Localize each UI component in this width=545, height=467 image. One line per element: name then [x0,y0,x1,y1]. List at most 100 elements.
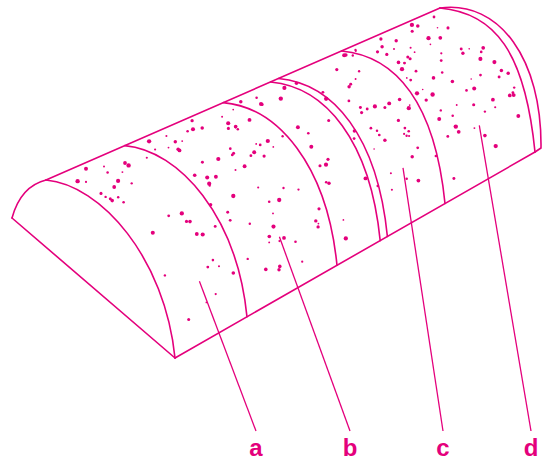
leader-line [403,168,443,431]
speckle [327,119,330,122]
speckle [282,187,284,189]
speckle [116,179,120,183]
speckle [437,117,441,121]
speckle [383,106,386,109]
speckle [195,232,199,236]
speckle [278,265,282,269]
speckle [460,48,463,51]
speckle [229,219,232,222]
speckle [151,231,155,235]
speckle [218,265,220,267]
speckle [226,121,230,125]
speckle [410,155,413,158]
speckle [187,318,190,321]
speckle [209,203,212,206]
speckle [508,94,512,98]
speckle [383,138,386,141]
speckle [376,50,379,53]
speckle [404,127,407,130]
speckle [317,207,320,210]
speckle [231,194,235,198]
speckle [272,146,274,148]
speckle [109,197,112,200]
speckle [355,78,357,80]
speckle [239,100,242,103]
speckle [380,45,383,48]
speckle [190,119,193,122]
speckle [231,154,234,157]
speckle [416,24,420,28]
speckle [343,219,345,221]
speckle [234,125,238,129]
speckle [243,164,247,168]
speckle [403,133,405,135]
speckle [234,126,237,129]
speckle [441,71,444,74]
speckle [168,147,170,149]
speckle [452,177,455,180]
speckle [232,271,236,275]
speckle [186,130,189,133]
speckle [314,219,317,222]
speckle [117,196,119,198]
speckle [344,236,348,240]
speckle [326,158,329,161]
speckle [358,70,360,72]
speckle [259,102,263,106]
speckle [104,196,106,198]
speckle [353,137,356,140]
speckle [407,130,410,133]
speckle [498,76,501,79]
speckle [359,106,362,109]
speckle [112,185,116,189]
speckle [435,155,438,158]
speckle [385,53,388,56]
speckle [191,127,195,131]
speckle [200,126,204,130]
speckle [397,119,400,122]
speckle [327,181,330,184]
speckle [440,59,443,62]
speckle [422,89,424,91]
band-line [46,180,175,358]
speckle [456,104,458,106]
speckle [446,135,449,138]
speckle [406,55,409,58]
speckle [147,139,151,143]
speckle [99,192,102,195]
speckle [360,111,363,114]
speckle [154,148,156,150]
speckle [165,135,167,137]
speckle [123,161,127,165]
base-edge [175,152,535,358]
speckle [376,185,378,187]
speckle [461,52,464,55]
speckle [416,146,419,149]
speckle [376,130,379,133]
speckle [324,97,328,101]
speckle [121,171,123,173]
speckle [295,82,299,86]
end-face-arc [12,180,46,218]
speckle [480,51,483,54]
speckle [318,164,321,167]
band-line [279,79,388,237]
speckle [437,27,439,29]
speckle [267,235,271,239]
speckle [513,86,515,88]
speckle [325,181,328,184]
speckle [393,48,395,50]
part-label: a [249,436,262,460]
speckle [321,91,324,94]
speckle [297,188,299,190]
speckle [209,185,211,187]
speckle [370,127,373,130]
speckle [415,70,418,73]
part-label: d [524,436,539,460]
speckle [417,179,421,183]
speckle [451,80,455,84]
speckle [309,145,313,149]
speckle [301,261,303,263]
speckle [193,173,197,177]
right-end-outline [440,7,541,152]
